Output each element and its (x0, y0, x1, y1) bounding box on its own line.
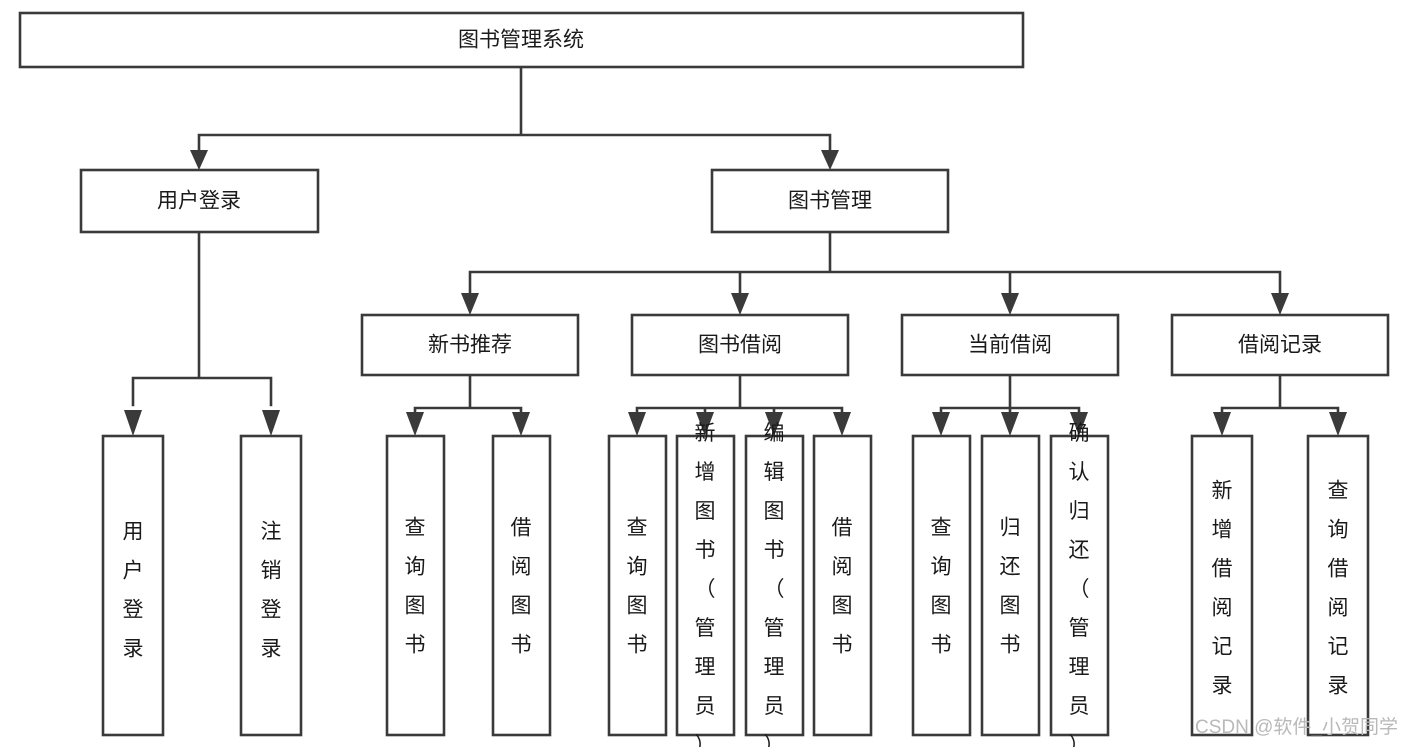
arrowhead-leaf-user-login (124, 410, 142, 436)
arrowhead-leaf-query-book-1 (406, 412, 424, 436)
node-current-borrow[interactable]: 当前借阅 (900, 313, 1120, 377)
node-root[interactable]: 图书管理系统 (18, 11, 1025, 69)
leaf-confirm-return-label: 确认归还（管理员） (1069, 422, 1090, 747)
root-label: 图书管理系统 (458, 29, 584, 52)
leaf-borrow-book-1-label: 借阅图书 (511, 516, 532, 656)
leaf-node-confirm-return[interactable]: 确认归还（管理员） (1049, 422, 1110, 747)
root-box[interactable] (18, 11, 1025, 69)
arrowhead-leaf-add-book (696, 412, 714, 436)
arrowhead-new-book-rec (461, 293, 479, 315)
user-login-box[interactable] (79, 168, 320, 234)
leaf-add-record-box[interactable] (1190, 434, 1254, 737)
node-book-borrow[interactable]: 图书借阅 (630, 313, 850, 377)
leaf-user-login-box[interactable] (101, 434, 165, 737)
leaf-borrow-book-1-box[interactable] (491, 434, 552, 737)
node-book-manage[interactable]: 图书管理 (710, 168, 950, 234)
arrowhead-leaf-edit-book (765, 412, 783, 436)
leaf-add-book-label: 新增图书（管理员） (695, 422, 716, 747)
arrowhead-leaf-query-book-3 (932, 412, 950, 436)
book-borrow-label: 图书借阅 (698, 334, 782, 357)
leaf-node-user-login[interactable]: 用户登录 (101, 434, 165, 737)
leaf-query-book-2-box[interactable] (607, 434, 668, 737)
borrow-record-label: 借阅记录 (1238, 334, 1322, 357)
arrowhead-book-borrow (731, 293, 749, 315)
leaf-node-query-book-2[interactable]: 查询图书 (607, 434, 668, 737)
leaf-query-record-box[interactable] (1306, 434, 1370, 737)
connector-layer (124, 65, 1347, 436)
node-user-login[interactable]: 用户登录 (79, 168, 320, 234)
arrowhead-user-login (190, 150, 208, 170)
connector-borrowrecord-trunk (1220, 373, 1340, 422)
leaf-query-book-3-box[interactable] (911, 434, 972, 737)
connector-newbookrec-trunk (413, 373, 523, 422)
leaf-query-book-2-label: 查询图书 (627, 516, 648, 656)
leaf-confirm-return-box[interactable] (1049, 434, 1110, 737)
current-borrow-label: 当前借阅 (968, 334, 1052, 357)
connector-bookborrow-trunk (635, 373, 844, 422)
leaf-node-query-book-3[interactable]: 查询图书 (911, 434, 972, 737)
leaf-node-add-book[interactable]: 新增图书（管理员） (675, 422, 736, 747)
leaf-query-book-3-label: 查询图书 (931, 516, 952, 656)
leaf-node-add-record[interactable]: 新增借阅记录 (1190, 434, 1254, 737)
leaf-edit-book-label: 编辑图书（管理员） (764, 422, 785, 747)
arrowhead-current-borrow (1001, 293, 1019, 315)
arrowhead-borrow-record (1271, 293, 1289, 315)
leaf-return-book-label: 归还图书 (1000, 516, 1021, 656)
leaf-edit-book-box[interactable] (744, 434, 805, 737)
arrowhead-leaf-query-book-2 (628, 412, 646, 436)
leaf-query-record-label: 查询借阅记录 (1328, 479, 1349, 697)
leaf-add-record-label: 新增借阅记录 (1212, 479, 1233, 697)
leaf-node-edit-book[interactable]: 编辑图书（管理员） (744, 422, 805, 747)
arrowhead-leaf-query-record (1329, 412, 1347, 436)
leaf-node-return-book[interactable]: 归还图书 (980, 434, 1041, 737)
arrowhead-leaf-confirm-return (1070, 412, 1088, 436)
leaf-node-borrow-book-1[interactable]: 借阅图书 (491, 434, 552, 737)
arrowhead-leaf-user-logout (262, 410, 280, 436)
arrowhead-leaf-add-record (1213, 412, 1231, 436)
new-book-rec-label: 新书推荐 (428, 334, 512, 357)
leaf-user-login-label: 用户登录 (123, 520, 144, 660)
leaf-add-book-box[interactable] (675, 434, 736, 737)
leaf-query-book-1-label: 查询图书 (405, 516, 426, 656)
leaf-return-book-box[interactable] (980, 434, 1041, 737)
connector-bookmanage-trunk (468, 230, 1282, 299)
leaf-user-logout-label: 注销登录 (261, 520, 282, 660)
arrowhead-leaf-borrow-book-2 (833, 412, 851, 436)
leaf-node-query-record[interactable]: 查询借阅记录 (1306, 434, 1370, 737)
leaf-node-user-logout[interactable]: 注销登录 (239, 434, 303, 737)
arrowhead-book-manage (821, 150, 839, 170)
book-manage-box[interactable] (710, 168, 950, 234)
new-book-rec-box[interactable] (360, 313, 580, 377)
leaf-borrow-book-2-box[interactable] (812, 434, 873, 737)
borrow-record-box[interactable] (1170, 313, 1390, 377)
user-login-label: 用户登录 (157, 190, 241, 213)
leaf-user-logout-box[interactable] (239, 434, 303, 737)
leaf-node-borrow-book-2[interactable]: 借阅图书 (812, 434, 873, 737)
connector-root-trunk (197, 65, 832, 162)
book-manage-label: 图书管理 (788, 190, 872, 213)
arrowhead-leaf-return-book (1001, 412, 1019, 436)
node-borrow-record[interactable]: 借阅记录 (1170, 313, 1390, 377)
node-new-book-rec[interactable]: 新书推荐 (360, 313, 580, 377)
leaf-node-query-book-1[interactable]: 查询图书 (385, 434, 446, 737)
csdn-watermark: CSDN @软件_小贺同学 (1195, 716, 1398, 738)
connector-userlogin-trunk (131, 230, 273, 407)
current-borrow-box[interactable] (900, 313, 1120, 377)
leaf-borrow-book-2-label: 借阅图书 (832, 516, 853, 656)
arrowhead-leaf-borrow-book-1 (512, 412, 530, 436)
book-borrow-box[interactable] (630, 313, 850, 377)
leaf-query-book-1-box[interactable] (385, 434, 446, 737)
